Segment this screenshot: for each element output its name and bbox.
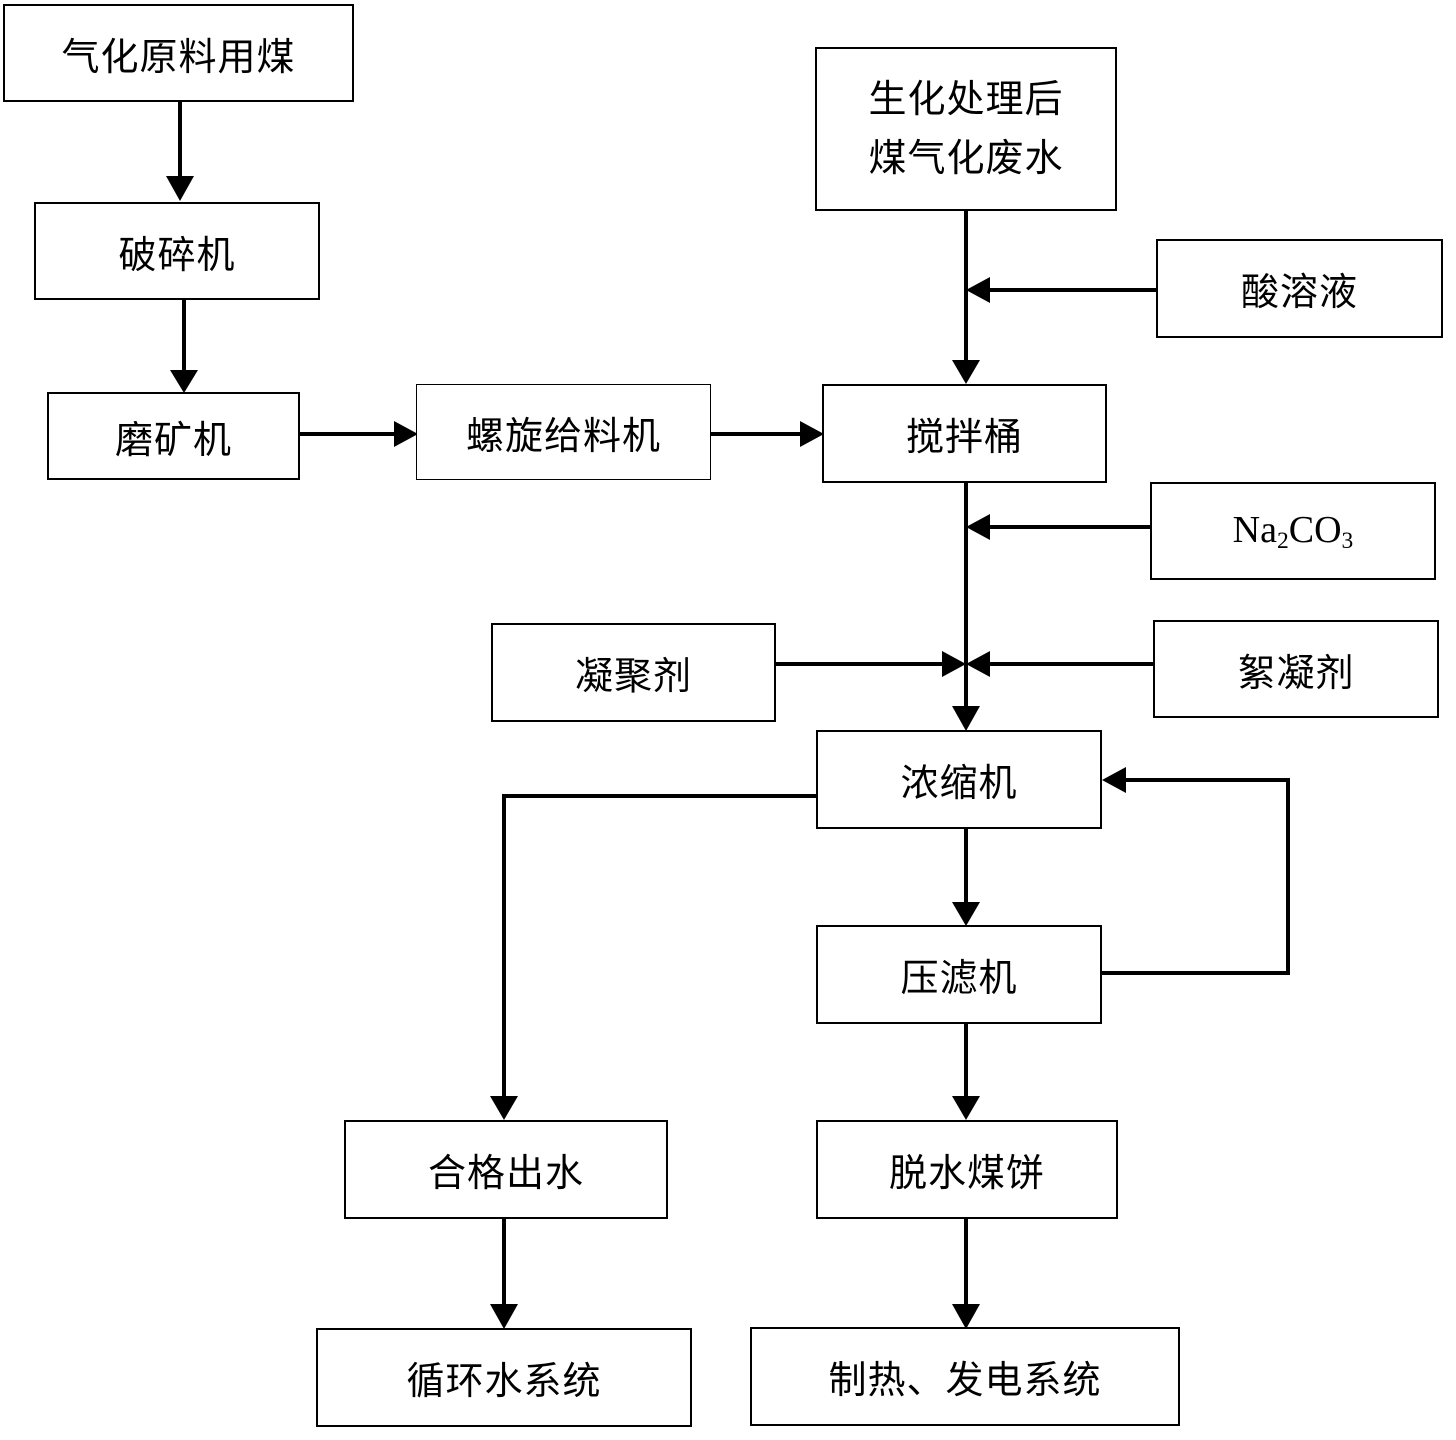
node-raw-coal: 气化原料用煤 [3,4,354,102]
arrowhead-down-cake [952,1096,980,1120]
node-flocculant: 絮凝剂 [1153,620,1439,718]
arrowhead-right-coagulant [942,651,966,677]
arrowhead-left-na2co3 [966,514,990,540]
arrowhead-down-qualified-water [490,1096,518,1120]
node-crusher: 破碎机 [34,202,320,300]
node-mill-label: 磨矿机 [114,417,232,462]
na2co3-subscript-3: 3 [1341,527,1354,554]
arrowhead-down-thickener [952,706,980,731]
arrow-press-return-to-thickener [1102,778,1290,975]
node-na2co3: Na2CO3 [1150,482,1436,580]
arrow-thickener-to-qualified-water [502,794,816,1100]
node-acid-label: 酸溶液 [1240,270,1358,314]
node-circulating-water-label: 循环水系统 [406,1359,602,1403]
node-wastewater: 生化处理后 煤气化废水 [815,47,1117,211]
arrowhead-right-tank [800,421,824,447]
node-filter-press-label: 压滤机 [900,956,1018,1000]
arrowhead-right-feeder [394,421,418,447]
node-na2co3-label: Na2CO3 [1233,508,1354,555]
node-mixing-tank-label: 搅拌桶 [905,415,1023,459]
arrowhead-down-power [952,1304,980,1329]
arrowhead-down-mill [170,370,198,393]
arrowhead-down-press [952,902,980,926]
node-coagulant: 凝聚剂 [491,623,776,722]
node-acid: 酸溶液 [1156,239,1443,338]
node-crusher-label: 破碎机 [118,232,236,277]
node-wastewater-label-line1: 生化处理后 [868,77,1064,122]
arrowhead-left-return [1102,767,1126,793]
node-mill: 磨矿机 [47,392,300,480]
node-filter-press: 压滤机 [816,925,1102,1024]
node-heat-power: 制热、发电系统 [750,1327,1180,1426]
node-qualified-water-label: 合格出水 [427,1151,584,1195]
node-mixing-tank: 搅拌桶 [822,384,1107,483]
node-flocculant-label: 絮凝剂 [1237,650,1355,695]
node-screw-feeder-label: 螺旋给料机 [465,413,661,458]
arrowhead-down-crusher [166,176,194,201]
arrowhead-left-acid [966,277,990,303]
node-raw-coal-label: 气化原料用煤 [61,34,296,79]
node-qualified-water: 合格出水 [344,1120,668,1219]
node-coagulant-label: 凝聚剂 [574,654,692,698]
node-heat-power-label: 制热、发电系统 [828,1358,1102,1402]
node-circulating-water: 循环水系统 [316,1328,692,1427]
node-screw-feeder: 螺旋给料机 [416,384,711,480]
node-thickener-label: 浓缩机 [900,761,1018,805]
arrowhead-down-circulating [490,1304,518,1329]
arrowhead-left-flocculant [966,651,990,677]
node-wastewater-label-line2: 煤气化废水 [868,136,1064,180]
na2co3-element-co: CO [1288,508,1342,551]
node-dewatered-cake-label: 脱水煤饼 [888,1151,1045,1195]
node-dewatered-cake: 脱水煤饼 [816,1120,1118,1219]
na2co3-element-na: Na [1232,508,1277,551]
node-thickener: 浓缩机 [816,730,1102,829]
na2co3-subscript-2: 2 [1276,527,1289,554]
arrowhead-down-tank [952,360,980,384]
